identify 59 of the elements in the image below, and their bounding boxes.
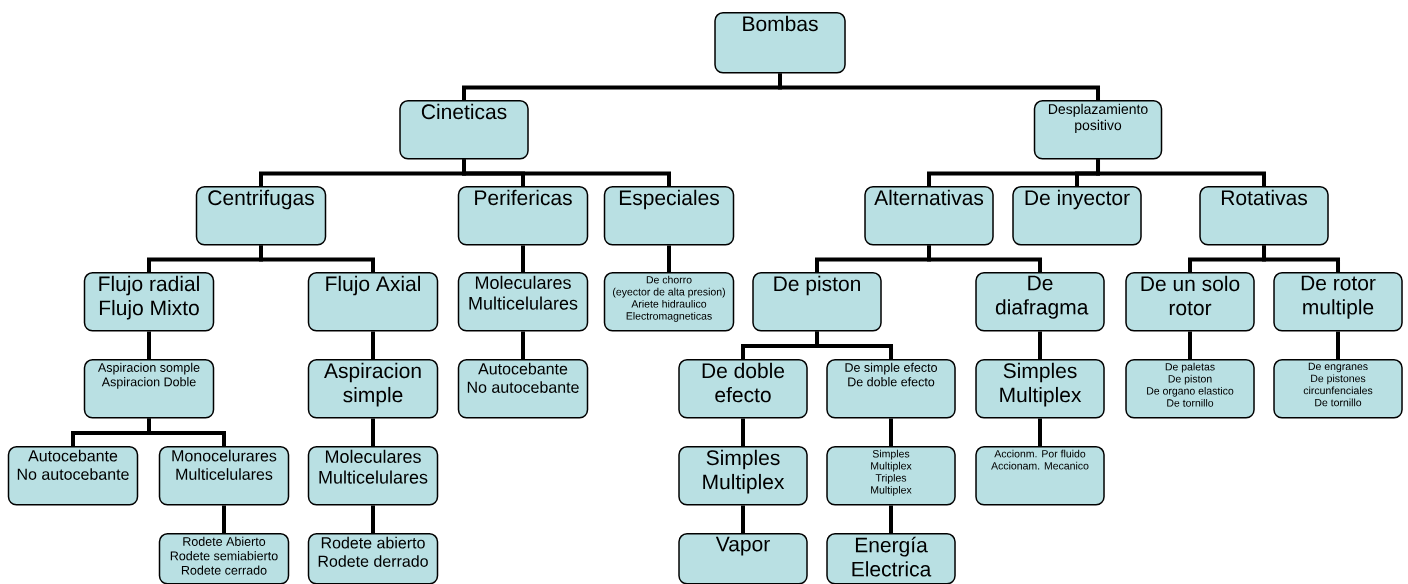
connector — [521, 331, 525, 359]
connector — [371, 331, 375, 359]
category-box: Vapor — [678, 533, 808, 584]
connector — [371, 505, 375, 533]
category-box: De paletas De piston De organo elastico De tornillo — [1125, 359, 1255, 419]
connector — [889, 505, 893, 533]
connector — [462, 159, 671, 186]
category-box: De rotor multiple — [1273, 272, 1403, 332]
connector — [147, 418, 226, 446]
category-box: Aspiracion somple Aspiracion Doble — [83, 359, 215, 419]
connector — [1188, 331, 1192, 359]
category-box: Energía Electrica — [826, 533, 956, 584]
category-box: Aspiracion simple — [307, 359, 439, 419]
connector — [815, 331, 893, 359]
category-box: Autocebante No autocebante — [457, 359, 589, 419]
category-box: De doble efecto — [678, 359, 808, 419]
category-box: Alternativas — [864, 186, 994, 246]
connector — [741, 505, 745, 533]
category-box: Simples Multiplex — [975, 359, 1105, 419]
connector — [1038, 418, 1042, 446]
category-box: Accionm. Por fluido Accionam. Mecanico — [975, 446, 1105, 506]
category-box: Moleculares Multicelulares — [457, 272, 589, 332]
category-box: Especiales — [603, 186, 735, 246]
connector — [778, 73, 1100, 100]
category-box: De chorro (eyector de alta presion) Ariete hidraulico Electromagneticas — [603, 272, 735, 332]
category-box: Autocebante No autocebante — [7, 446, 139, 506]
category-box: Bombas — [714, 12, 846, 74]
category-box: Simples Multiplex — [678, 446, 808, 506]
connector — [741, 418, 745, 446]
category-box: Rotativas — [1199, 186, 1329, 246]
category-box: Flujo Axial — [307, 272, 439, 332]
category-box: De piston — [752, 272, 882, 332]
connector — [147, 331, 151, 359]
category-box: De inyector — [1012, 186, 1142, 246]
category-box: Flujo radial Flujo Mixto — [83, 272, 215, 332]
connector — [1262, 245, 1340, 272]
connector — [371, 418, 375, 446]
category-box: Perifericas — [457, 186, 589, 246]
category-box: Centrifugas — [195, 186, 327, 246]
connector — [521, 245, 525, 272]
category-box: De diafragma — [975, 272, 1105, 332]
category-box: De un solo rotor — [1125, 272, 1255, 332]
category-box: Desplazamiento positivo — [1033, 100, 1163, 160]
connector — [1038, 331, 1042, 359]
category-box: Cineticas — [399, 100, 529, 160]
category-box: Moleculares Multicelulares — [307, 446, 439, 506]
connector — [667, 245, 671, 272]
category-box: De engranes De pistones circunfenciales De tornillo — [1273, 359, 1403, 419]
connector — [222, 505, 226, 533]
connector — [259, 245, 375, 272]
connector — [1336, 331, 1340, 359]
category-box: Simples Multiplex Triples Multiplex — [826, 446, 956, 506]
category-box: Rodete abierto Rodete derrado — [307, 533, 439, 584]
category-box: Monocelurares Multicelulares — [158, 446, 290, 506]
category-box: De simple efecto De doble efecto — [826, 359, 956, 419]
connector — [1096, 159, 1266, 186]
connector — [927, 245, 1042, 272]
connector — [889, 418, 893, 446]
category-box: Rodete Abierto Rodete semiabierto Rodete cerrado — [158, 533, 290, 584]
